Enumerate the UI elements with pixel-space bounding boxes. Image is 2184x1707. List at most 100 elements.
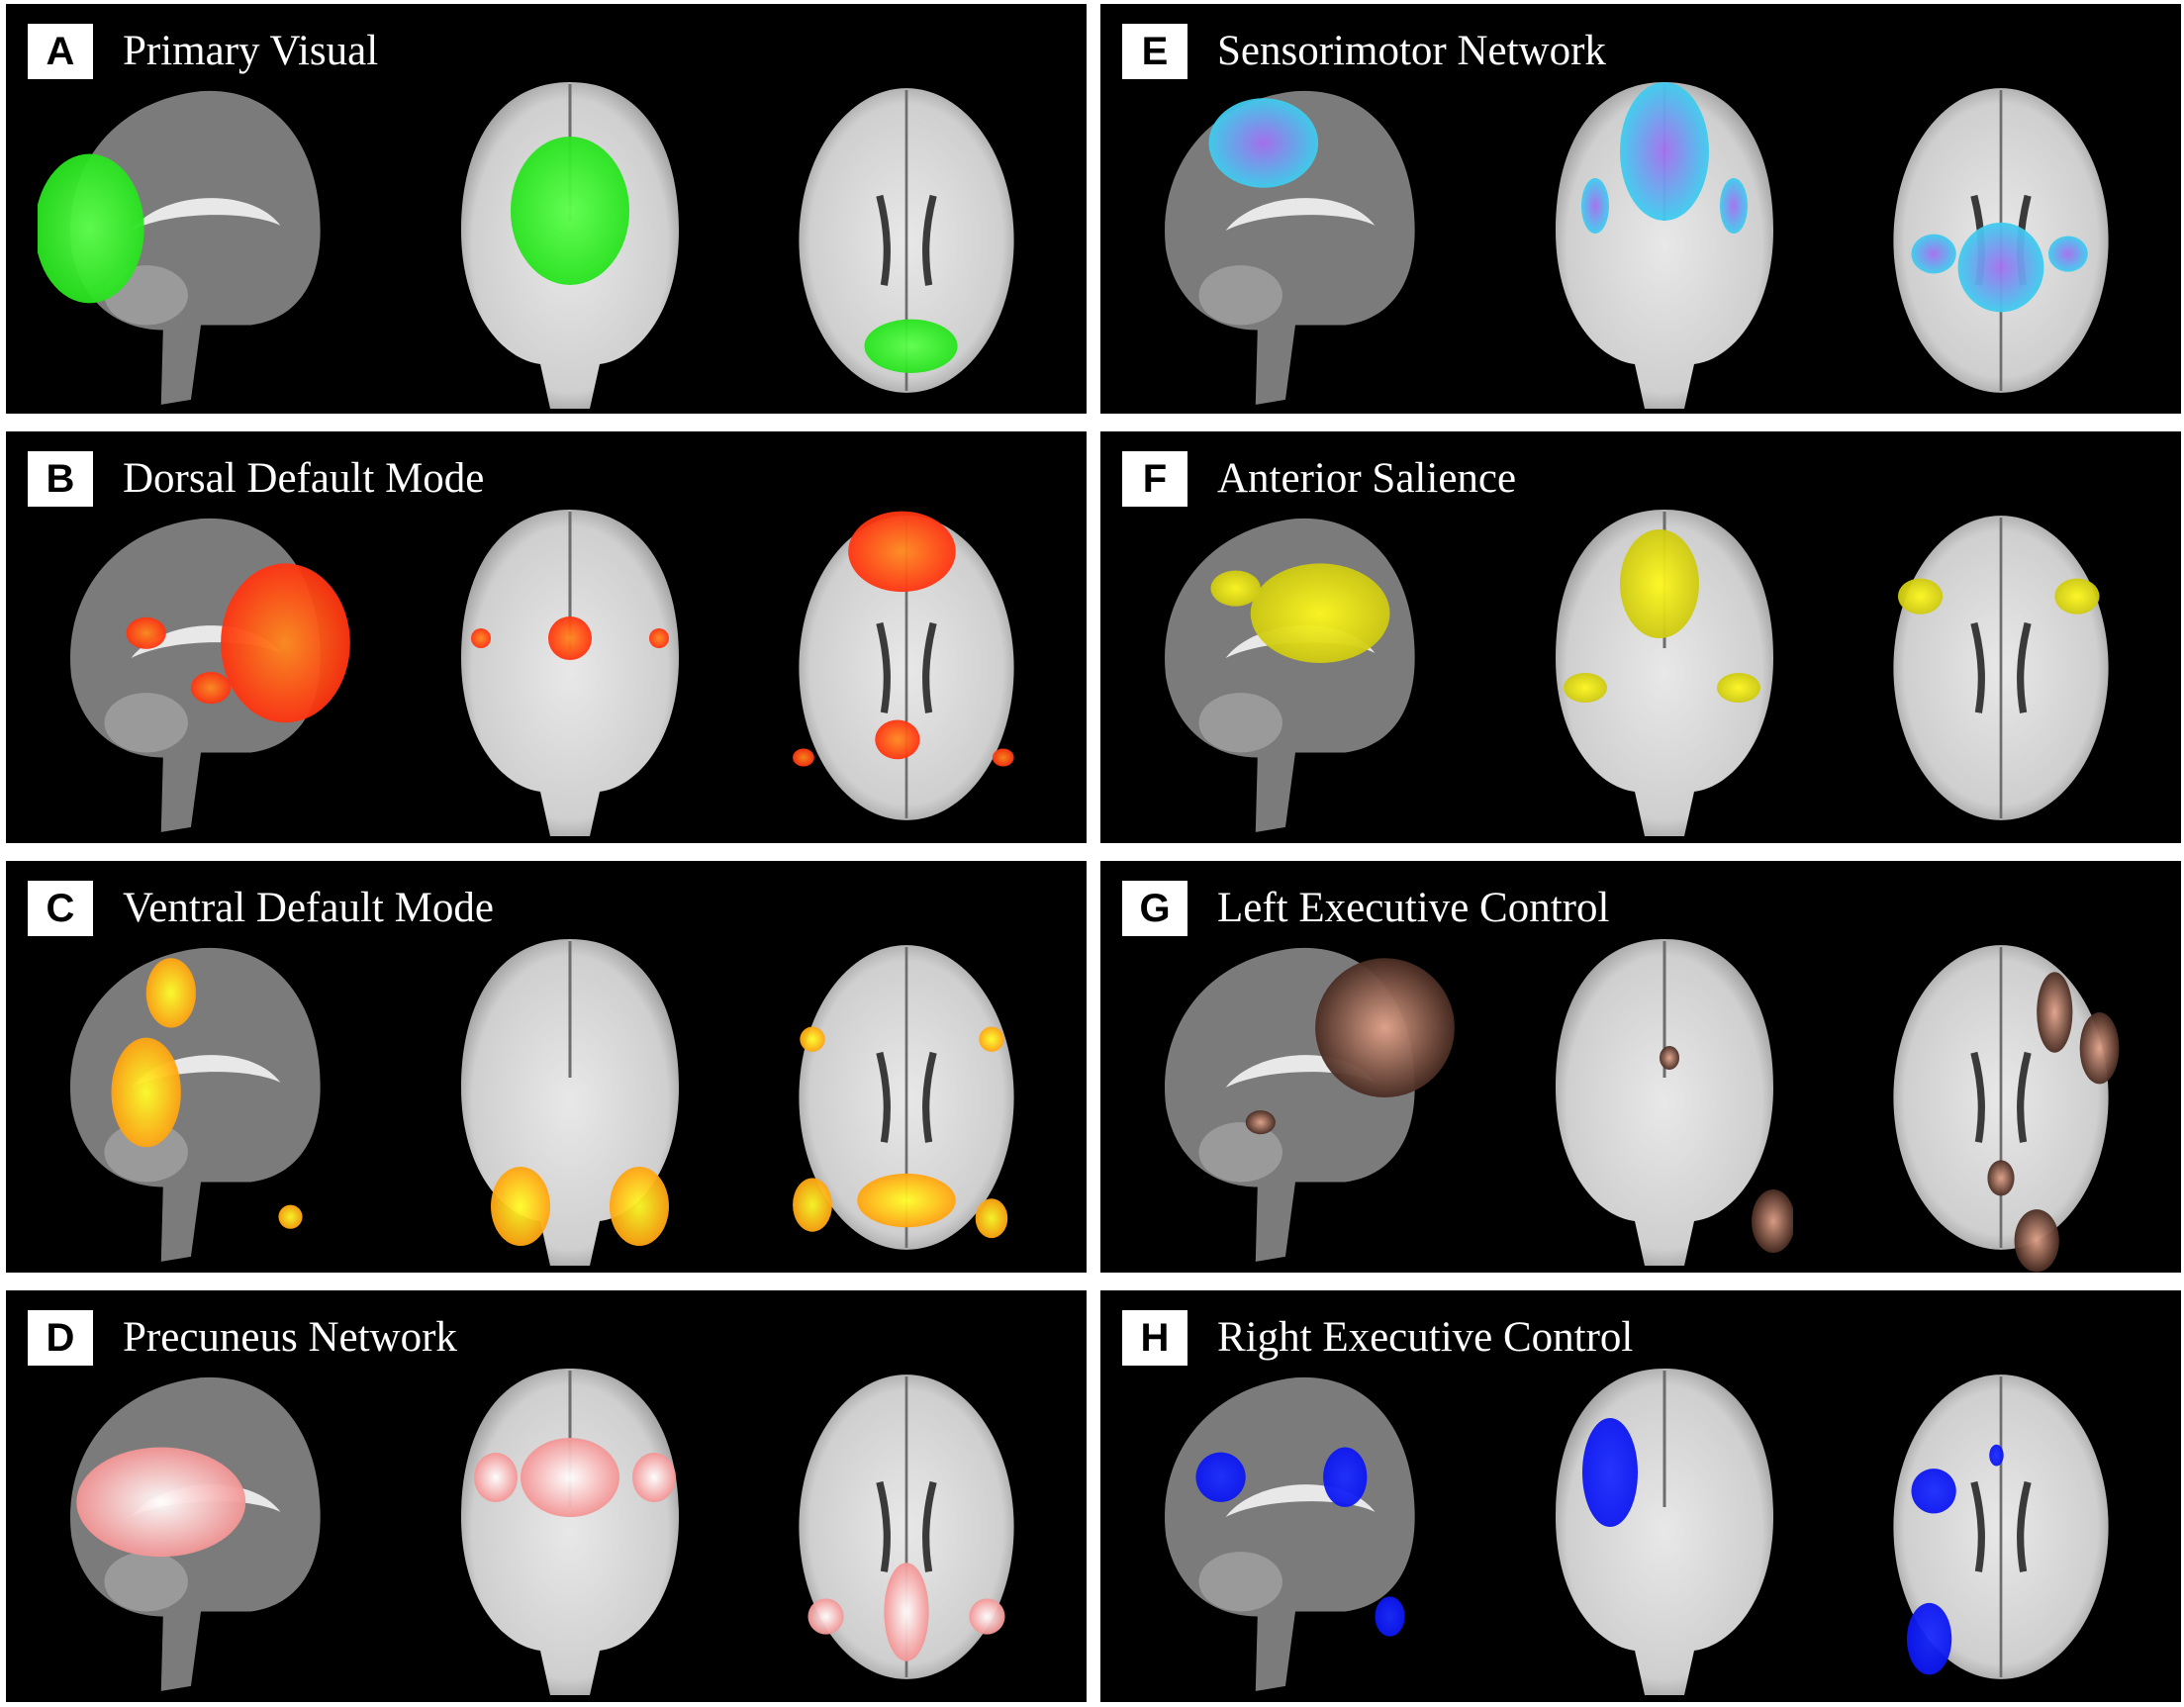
sagittal-slice: [38, 489, 364, 843]
sagittal-slice: [1132, 489, 1459, 843]
cerebellum: [104, 693, 188, 753]
lateral-ventricles: [1970, 621, 2032, 713]
lateral-ventricles: [1970, 1480, 2032, 1572]
coronal-brain-outline: [461, 510, 679, 836]
panel-title: Sensorimotor Network: [1217, 28, 1606, 74]
activation-region: [474, 1453, 518, 1502]
activation-region: [2054, 578, 2100, 615]
sagittal-slice: [38, 918, 364, 1273]
axial-slice: [758, 1348, 1055, 1702]
coronal-slice: [441, 61, 699, 414]
panel-letter-badge: D: [28, 1310, 93, 1366]
activation-region: [2014, 1209, 2059, 1273]
activation-region: [76, 1447, 246, 1558]
activation-region: [1957, 222, 2044, 313]
activation-region: [221, 563, 350, 723]
activation-region: [1752, 1189, 1793, 1253]
activation-region: [979, 1026, 1004, 1052]
panel-letter-badge: E: [1122, 24, 1187, 79]
panel-title: Primary Visual: [123, 28, 379, 74]
network-panel-a: A Primary Visual: [6, 4, 1087, 414]
activation-region: [1987, 1160, 2015, 1196]
activation-region: [1210, 570, 1261, 607]
coronal-slice: [1536, 489, 1793, 843]
activation-region: [278, 1204, 303, 1229]
panel-letter-badge: A: [28, 24, 93, 79]
axial-slice: [1852, 61, 2149, 414]
activation-region: [1582, 1418, 1638, 1527]
activation-region: [1989, 1444, 2004, 1467]
activation-region: [992, 748, 1014, 767]
activation-region: [875, 719, 920, 760]
sagittal-slice: [38, 1348, 364, 1702]
axial-slice: [758, 61, 1055, 414]
activation-region: [864, 319, 958, 373]
panel-title: Anterior Salience: [1217, 455, 1517, 502]
axial-slice: [758, 918, 1055, 1273]
activation-region: [1581, 178, 1609, 234]
activation-region: [857, 1173, 956, 1228]
sagittal-brain-outline: [70, 90, 321, 405]
network-panel-f: F Anterior Salience: [1100, 431, 2181, 843]
activation-region: [2047, 236, 2088, 272]
lateral-ventricles: [876, 1480, 937, 1572]
coronal-brain-outline: [1556, 939, 1773, 1266]
sagittal-slice: [38, 61, 364, 414]
activation-region: [649, 628, 669, 648]
coronal-slice: [441, 489, 699, 843]
corpus-callosum: [131, 198, 281, 231]
activation-region: [190, 672, 232, 705]
coronal-brain-outline: [1556, 82, 1773, 409]
activation-region: [793, 1178, 832, 1232]
activation-region: [491, 1167, 550, 1246]
activation-region: [969, 1598, 1005, 1635]
axial-slice: [1852, 489, 2149, 843]
activation-region: [1250, 563, 1390, 663]
cerebellum: [104, 1552, 188, 1612]
activation-region: [1245, 1110, 1276, 1135]
activation-region: [1564, 673, 1607, 703]
activation-region: [793, 748, 814, 767]
network-panel-g: G Left Executive Control: [1100, 861, 2181, 1273]
coronal-slice: [1536, 918, 1793, 1273]
cerebellum: [1198, 1552, 1282, 1612]
activation-region: [1323, 1447, 1368, 1507]
activation-region: [1720, 178, 1748, 234]
lateral-ventricles: [876, 1051, 937, 1143]
activation-region: [1897, 578, 1944, 615]
network-panel-h: H Right Executive Control: [1100, 1290, 2181, 1702]
activation-region: [1315, 958, 1455, 1097]
activation-region: [807, 1598, 844, 1635]
sagittal-slice: [1132, 918, 1459, 1273]
activation-region: [1717, 673, 1760, 703]
cerebellum: [104, 1122, 188, 1183]
coronal-brain-outline: [1556, 510, 1773, 836]
panel-letter-badge: B: [28, 451, 93, 507]
panel-letter-badge: G: [1122, 881, 1187, 936]
cerebellum: [1198, 265, 1282, 326]
activation-region: [1620, 82, 1709, 221]
activation-region: [1906, 1602, 1952, 1675]
axial-slice: [758, 489, 1055, 843]
network-panel-c: C Ventral Default Mode: [6, 861, 1087, 1273]
activation-region: [800, 1026, 825, 1052]
cerebellum: [1198, 1122, 1282, 1183]
activation-region: [38, 153, 144, 304]
axial-slice: [1852, 918, 2149, 1273]
panel-title: Ventral Default Mode: [123, 885, 494, 931]
panel-letter-badge: C: [28, 881, 93, 936]
lateral-ventricles: [876, 194, 937, 286]
activation-region: [471, 628, 491, 648]
panel-title: Left Executive Control: [1217, 885, 1610, 931]
activation-region: [848, 511, 956, 593]
coronal-slice: [1536, 1348, 1793, 1702]
activation-region: [145, 958, 196, 1028]
activation-region: [1660, 1046, 1679, 1070]
activation-region: [2079, 1012, 2120, 1085]
activation-region: [610, 1167, 669, 1246]
network-panel-e: E Sensorimotor Network: [1100, 4, 2181, 414]
network-panel-d: D Precuneus Network: [6, 1290, 1087, 1702]
coronal-slice: [441, 918, 699, 1273]
activation-region: [126, 616, 166, 649]
panel-title: Right Executive Control: [1217, 1314, 1634, 1361]
